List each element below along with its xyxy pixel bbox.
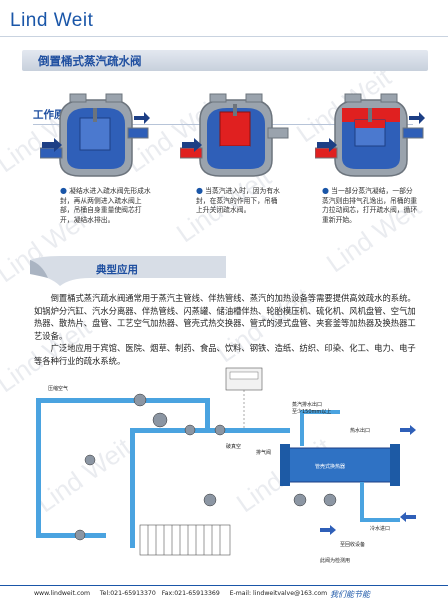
caption-text: 凝结水进入疏水阀先形成水封，再从两侧进入疏水阀上部，吊桶自身重量使阀芯打开，凝结…	[60, 187, 151, 224]
footer-contact: www.lindweit.com Tel:021-65913370 Fax:02…	[34, 590, 327, 597]
label-vacuum-breaker: 破真空	[226, 443, 241, 450]
caption-step-2: ● 当蒸汽进入时，因为有水封，在蒸汽的作用下，吊桶上升关闭疏水阀。	[196, 186, 284, 216]
footer-divider	[0, 585, 448, 586]
footer-signature: 我们能节能	[330, 590, 370, 599]
label-vent: 排气阀	[256, 449, 271, 456]
footer-website[interactable]: www.lindweit.com	[34, 590, 91, 597]
footer-email[interactable]: E-mail: lindweitvalve@163.com	[229, 590, 328, 597]
label-to-recovery: 至回收设备	[340, 541, 365, 548]
bullet-icon: ●	[196, 186, 203, 195]
application-paragraph: 倒置桶式蒸汽疏水阀通常用于蒸汽主管线、伴热管线、蒸汽的加热设备等需要提供高效疏水…	[34, 293, 416, 341]
piping-diagram: 压缩空气 破真空 排气阀 蒸汽排水出口 至少150mm以上 热水出口 管壳式换热…	[36, 367, 416, 564]
label-hot-out: 热水出口	[350, 427, 370, 434]
caption-text: 当蒸汽进入时，因为有水封，在蒸汽的作用下，吊桶上升关闭疏水阀。	[196, 187, 280, 214]
trap-diagram-cycle	[315, 93, 425, 177]
brand-logo: Lind Weit	[10, 10, 94, 31]
industry-paragraph: 广泛地应用于宾馆、医院、烟草、制药、食品、饮料、钢铁、造纸、纺织、印染、化工、电…	[34, 343, 416, 366]
section-application-title: 典型应用	[96, 264, 138, 276]
label-shell-exchanger: 管壳式换热器	[315, 463, 345, 470]
label-cold-in: 冷水进口	[370, 525, 390, 532]
caption-step-3: ● 当一部分蒸汽凝结，一部分蒸汽则由排气孔逸出，吊桶的重力拉动阀芯，打开疏水阀，…	[322, 186, 418, 225]
application-banner	[30, 256, 226, 286]
label-compressed-air: 压缩空气	[48, 385, 68, 392]
footer-fax: Fax:021-65913369	[161, 590, 220, 597]
label-exhaust-note: 蒸汽排水出口	[292, 401, 322, 408]
title-bar	[22, 50, 428, 71]
bullet-icon: ●	[322, 186, 329, 195]
label-to-drain: 此阀为检测用	[320, 557, 350, 564]
caption-step-1: ● 凝结水进入疏水阀先形成水封，再从两侧进入疏水阀上部，吊桶自身重量使阀芯打开，…	[60, 186, 152, 225]
caption-text: 当一部分蒸汽凝结，一部分蒸汽则由排气孔逸出，吊桶的重力拉动阀芯，打开疏水阀，循环…	[322, 187, 418, 224]
trap-diagram-water	[40, 93, 150, 177]
page-title: 倒置桶式蒸汽疏水阀	[38, 54, 142, 68]
label-exhaust-note-2: 至少150mm以上	[292, 408, 331, 415]
bullet-icon: ●	[60, 186, 67, 195]
header-divider	[0, 36, 448, 37]
footer-tel: Tel:021-65913370	[99, 590, 156, 597]
trap-diagram-steam	[180, 93, 289, 177]
